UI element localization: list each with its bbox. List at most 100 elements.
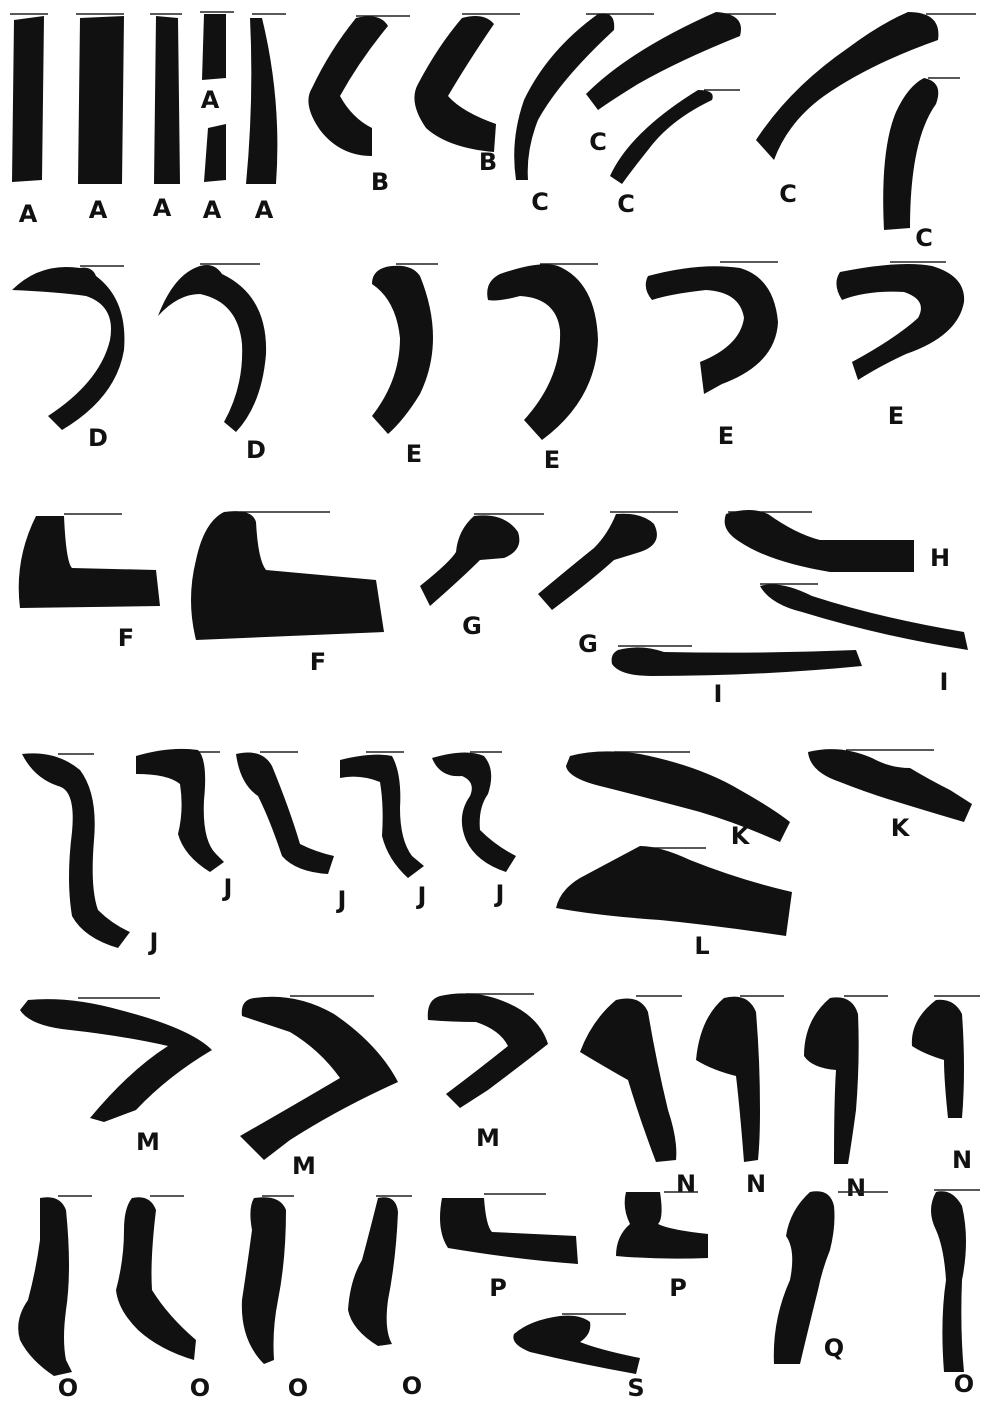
label-s: S xyxy=(627,1374,644,1401)
profile-a-3 xyxy=(154,16,180,184)
profile-k-2 xyxy=(808,749,972,822)
profile-d-1 xyxy=(12,267,124,430)
label-l: L xyxy=(694,932,709,960)
label-e-3: E xyxy=(718,422,734,450)
profile-g-2 xyxy=(538,514,657,610)
label-c-1: C xyxy=(531,188,549,216)
profile-j-5 xyxy=(432,752,516,872)
label-j-1: J xyxy=(148,928,159,956)
profile-j-1 xyxy=(22,753,130,948)
label-a-3: A xyxy=(153,194,172,222)
profile-a-5 xyxy=(204,124,226,182)
label-q: Q xyxy=(824,1334,844,1362)
profile-c-5 xyxy=(883,78,938,230)
label-m-1: M xyxy=(136,1128,160,1156)
label-n-1: N xyxy=(676,1170,696,1198)
profile-k-1 xyxy=(566,751,790,842)
profile-g-1 xyxy=(420,515,519,606)
label-e-4: E xyxy=(888,402,904,430)
label-e-2: E xyxy=(544,446,560,474)
profile-f-1 xyxy=(19,516,160,608)
label-a-4: A xyxy=(201,86,220,114)
profile-o-3 xyxy=(242,1197,286,1364)
label-d-2: D xyxy=(246,436,266,464)
label-h: H xyxy=(930,544,950,572)
profile-p-2 xyxy=(616,1192,708,1259)
label-c-2: C xyxy=(589,128,607,156)
profile-o-5 xyxy=(931,1191,966,1372)
profile-b-1 xyxy=(308,16,388,156)
label-c-4: C xyxy=(779,180,797,208)
profile-o-4 xyxy=(348,1197,398,1346)
profile-h xyxy=(725,510,914,572)
profile-d-2 xyxy=(158,265,266,432)
row-j-k-l xyxy=(22,749,972,948)
label-p-2: P xyxy=(669,1274,687,1302)
profile-i-2 xyxy=(612,647,862,676)
label-j-4: J xyxy=(416,882,427,910)
label-c-5: C xyxy=(915,224,933,252)
profile-e-4 xyxy=(836,264,964,380)
label-k-2: K xyxy=(891,814,911,842)
label-a-1: A xyxy=(19,200,38,228)
profile-i-1 xyxy=(760,584,968,650)
profile-s xyxy=(513,1316,640,1374)
row-j-k-l-labels: J J J J J K K L xyxy=(148,814,911,960)
label-a-6: A xyxy=(255,196,274,224)
label-a-5: A xyxy=(203,196,222,224)
label-n-2: N xyxy=(746,1170,766,1198)
profile-j-3 xyxy=(236,753,334,875)
label-a-2: A xyxy=(89,196,108,224)
profile-e-2 xyxy=(487,264,598,440)
profile-j-4 xyxy=(340,755,424,878)
profile-n-4 xyxy=(912,1000,964,1118)
profile-o-1 xyxy=(18,1197,72,1376)
row-m-n xyxy=(20,993,980,1164)
label-f-1: F xyxy=(118,624,134,652)
label-n-3: N xyxy=(846,1174,866,1202)
label-o-5: O xyxy=(954,1370,974,1398)
profile-a-4 xyxy=(202,14,226,80)
profile-p-1 xyxy=(440,1198,578,1264)
label-g-1: G xyxy=(462,612,482,640)
row-d-e-labels: D D E E E E xyxy=(88,402,904,474)
row-d-e xyxy=(12,262,964,440)
label-c-3: C xyxy=(617,190,635,218)
profile-a-1 xyxy=(12,16,44,182)
profile-n-2 xyxy=(696,997,760,1162)
profile-m-2 xyxy=(240,997,398,1160)
label-f-2: F xyxy=(310,648,326,676)
profile-e-3 xyxy=(646,266,778,394)
label-j-5: J xyxy=(494,880,505,908)
label-e-1: E xyxy=(406,440,422,468)
profile-a-6 xyxy=(246,18,277,184)
label-p-1: P xyxy=(489,1274,507,1302)
label-o-1: O xyxy=(58,1374,78,1401)
label-d-1: D xyxy=(88,424,108,452)
row-f-g-h-i xyxy=(19,510,968,676)
profile-e-1 xyxy=(372,266,433,434)
profile-m-1 xyxy=(20,999,212,1122)
label-o-4: O xyxy=(402,1372,422,1400)
profile-n-3 xyxy=(804,997,859,1164)
profile-a-2 xyxy=(78,16,124,184)
label-n-4: N xyxy=(952,1146,972,1174)
label-m-3: M xyxy=(476,1124,500,1152)
label-b-1: B xyxy=(371,168,389,196)
label-g-2: G xyxy=(578,630,598,658)
label-j-3: J xyxy=(336,886,347,914)
label-b-2: B xyxy=(479,148,497,176)
label-i-2: I xyxy=(714,680,723,708)
profile-j-2 xyxy=(136,749,224,872)
profile-l xyxy=(556,846,792,936)
profile-m-3 xyxy=(428,993,548,1108)
label-o-2: O xyxy=(190,1374,210,1401)
label-o-3: O xyxy=(288,1374,308,1401)
profile-o-2 xyxy=(116,1197,196,1360)
profile-n-1 xyxy=(580,999,676,1163)
profile-f-2 xyxy=(191,511,384,640)
label-i-1: I xyxy=(940,668,949,696)
label-j-2: J xyxy=(222,874,233,902)
profile-b-2 xyxy=(414,16,496,152)
